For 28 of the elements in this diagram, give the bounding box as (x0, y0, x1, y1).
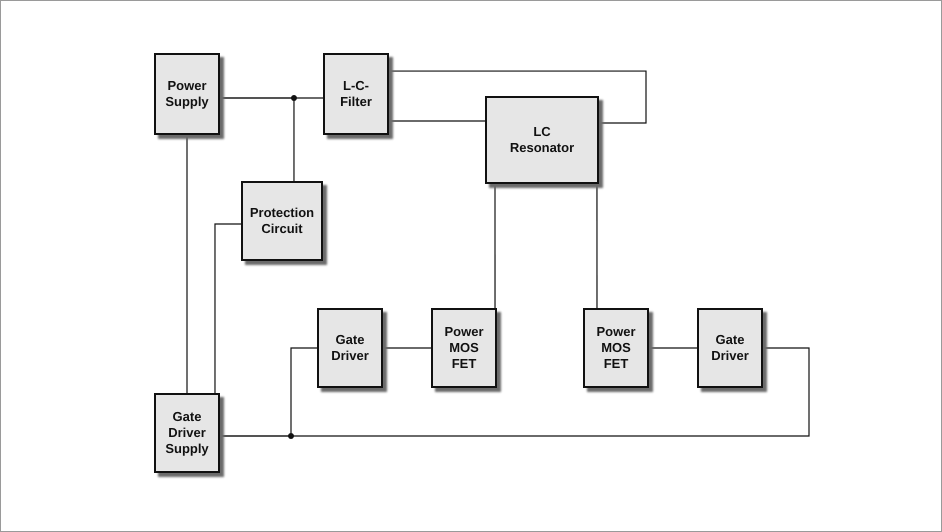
block-label: Power MOS FET (595, 324, 636, 372)
block-box (241, 181, 323, 261)
connector-line (494, 184, 496, 308)
block-box (431, 308, 497, 388)
connector-line (389, 120, 485, 122)
connector-line (220, 347, 810, 437)
connector-line (186, 135, 188, 393)
block-box (583, 308, 649, 388)
connector-line (220, 97, 295, 181)
block-box (697, 308, 763, 388)
block-label: Gate Driver (710, 332, 750, 364)
connector-line (389, 70, 647, 124)
block-box (485, 96, 599, 184)
block-label: Protection Circuit (248, 205, 316, 237)
block-label: Gate Driver (330, 332, 370, 364)
block-box (323, 53, 389, 135)
connector-line (596, 184, 598, 308)
block-label: Power Supply (164, 78, 210, 110)
block-label: Power MOS FET (443, 324, 484, 372)
connector-line (383, 347, 431, 349)
block-box (154, 393, 220, 473)
block-label: L-C-Filter (339, 78, 373, 110)
block-box (154, 53, 220, 135)
block-label: Gate Driver Supply (164, 409, 210, 457)
connector-line (214, 223, 241, 393)
block-box (317, 308, 383, 388)
block-label: LC Resonator (508, 124, 576, 156)
connector-line (649, 347, 697, 349)
